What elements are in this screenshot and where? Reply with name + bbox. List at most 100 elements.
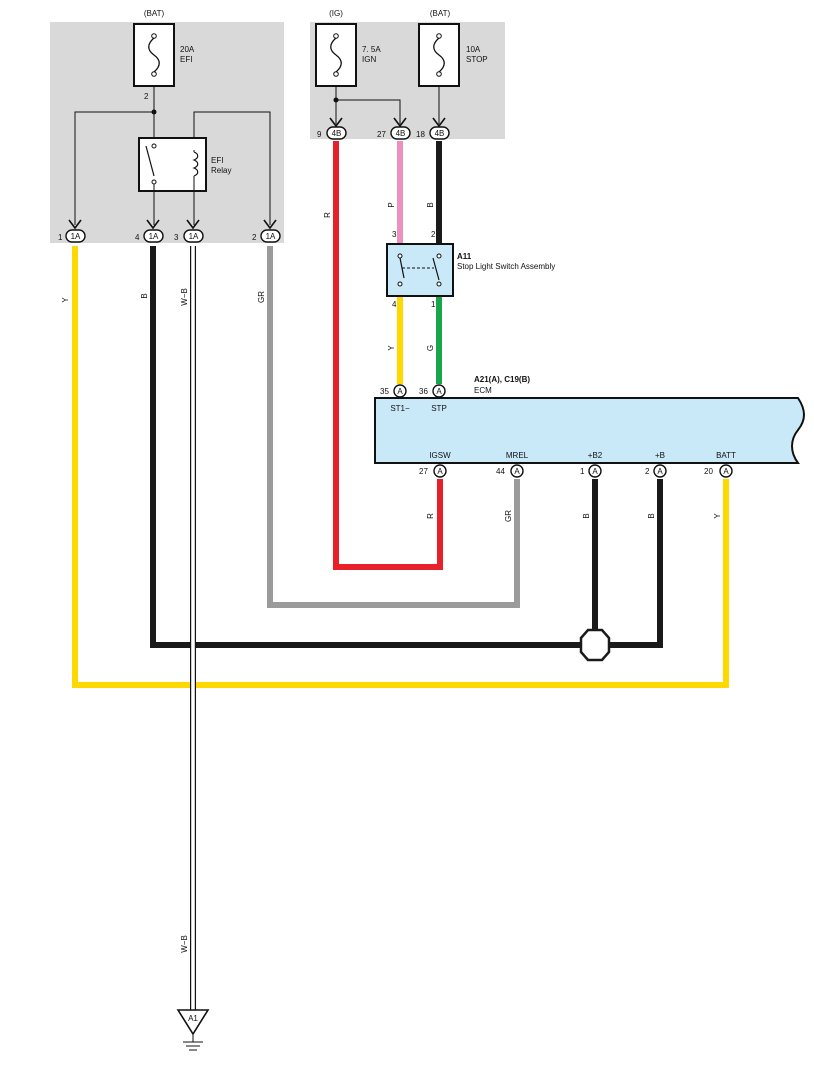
wire-gr-left — [267, 246, 520, 608]
stop-fuse-icon — [433, 37, 445, 73]
bat-source-label: (BAT) — [430, 9, 451, 18]
svg-text:4: 4 — [392, 300, 397, 309]
ecm-pin-igsw: IGSW A 27 — [419, 451, 451, 478]
ecm-pin-stp: A 36 STP — [419, 384, 447, 413]
svg-text:A: A — [436, 387, 442, 396]
wire-y-left — [72, 246, 729, 688]
wire-b-b-pin — [609, 479, 663, 648]
wire-label: R — [323, 212, 332, 218]
svg-text:A1: A1 — [188, 1014, 198, 1023]
wire-label: G — [426, 345, 435, 351]
switch-name: Stop Light Switch Assembly — [457, 262, 555, 271]
svg-text:1A: 1A — [71, 232, 81, 241]
svg-text:1A: 1A — [149, 232, 159, 241]
svg-text:STP: STP — [431, 404, 447, 413]
svg-text:MREL: MREL — [506, 451, 529, 460]
efi-fuse-icon — [148, 37, 160, 73]
svg-text:2: 2 — [252, 233, 257, 242]
svg-text:A: A — [592, 467, 598, 476]
connector-1a-pin3: 1A 3 — [174, 219, 204, 243]
svg-text:A: A — [723, 467, 729, 476]
stop-fuse-name: STOP — [466, 55, 488, 64]
svg-text:A: A — [657, 467, 663, 476]
wire-label: Y — [713, 513, 722, 519]
connector-1a-pin2: 1A 2 — [252, 219, 281, 243]
ign-fuse-rating: 7. 5A — [362, 45, 381, 54]
connector-1a-pin4: 1A 4 — [135, 219, 164, 243]
connector-4b-pin18: 4B 18 — [416, 117, 450, 140]
ecm-code: A21(A), C19(B) — [474, 375, 530, 384]
svg-text:9: 9 — [317, 130, 322, 139]
wire-label: GR — [257, 291, 266, 303]
svg-text:A: A — [514, 467, 520, 476]
svg-text:27: 27 — [377, 130, 386, 139]
wire-label: B — [582, 513, 591, 518]
relay-name-line2: Relay — [211, 166, 231, 175]
wire-label: R — [426, 513, 435, 519]
svg-text:IGSW: IGSW — [429, 451, 451, 460]
relay-name-line1: EFI — [211, 156, 223, 165]
svg-text:3: 3 — [174, 233, 179, 242]
efi-relay-box — [138, 137, 207, 192]
wire-r-ig — [333, 141, 443, 570]
svg-text:18: 18 — [416, 130, 425, 139]
wire-label: W−B — [180, 935, 189, 953]
wire-label: W−B — [180, 288, 189, 306]
wire-label: B — [426, 202, 435, 207]
connector-1a-pin1: 1A 1 — [58, 219, 86, 243]
svg-text:ST1−: ST1− — [390, 404, 410, 413]
ecm-pin-b2: +B2 A 1 — [580, 451, 603, 478]
ecm-name: ECM — [474, 386, 492, 395]
wire-label: Y — [61, 297, 70, 303]
ign-fuse-name: IGN — [362, 55, 376, 64]
svg-text:1A: 1A — [189, 232, 199, 241]
wire-label: B — [647, 513, 656, 518]
svg-text:2: 2 — [645, 467, 650, 476]
svg-text:44: 44 — [496, 467, 505, 476]
svg-text:2: 2 — [431, 230, 436, 239]
wire-label: P — [387, 202, 396, 207]
ig-source-label: (IG) — [329, 9, 343, 18]
svg-text:A: A — [437, 467, 443, 476]
svg-text:4B: 4B — [396, 129, 406, 138]
wire-b-left — [150, 246, 580, 648]
ecm-box — [374, 397, 805, 464]
relay-coil-icon — [192, 151, 199, 177]
svg-text:20: 20 — [704, 467, 713, 476]
stop-light-switch: 3 2 4 1 — [386, 230, 454, 309]
svg-text:4B: 4B — [332, 129, 342, 138]
svg-text:1A: 1A — [266, 232, 276, 241]
wire-label: B — [140, 293, 149, 298]
ground-point: A1 — [176, 1009, 210, 1051]
svg-text:A: A — [397, 387, 403, 396]
ign-fuse-icon — [330, 37, 342, 73]
wire-label: Y — [387, 345, 396, 351]
splice-point — [579, 628, 611, 662]
svg-text:27: 27 — [419, 467, 428, 476]
connector-4b-pin27: 4B 27 — [377, 117, 411, 140]
ecm-pin-batt: BATT A 20 — [704, 451, 736, 478]
svg-text:+B2: +B2 — [588, 451, 603, 460]
stop-fuse-rating: 10A — [466, 45, 481, 54]
svg-text:1: 1 — [58, 233, 63, 242]
ecm-pin-mrel: MREL A 44 — [496, 451, 529, 478]
svg-text:4: 4 — [135, 233, 140, 242]
svg-text:1: 1 — [431, 300, 436, 309]
svg-text:BATT: BATT — [716, 451, 736, 460]
connector-4b-pin9: 4B 9 — [317, 117, 347, 140]
ecm-pin-b: +B A 2 — [645, 451, 667, 478]
switch-code: A11 — [457, 252, 472, 261]
wire-label: GR — [504, 510, 513, 522]
efi-fuse-pin: 2 — [144, 92, 149, 101]
left-source-label: (BAT) — [144, 9, 165, 18]
svg-text:3: 3 — [392, 230, 397, 239]
svg-text:+B: +B — [655, 451, 665, 460]
efi-fuse-name: EFI — [180, 55, 192, 64]
svg-text:36: 36 — [419, 387, 428, 396]
svg-text:1: 1 — [580, 467, 585, 476]
svg-text:35: 35 — [380, 387, 389, 396]
efi-fuse-rating: 20A — [180, 45, 195, 54]
ecm-pin-st1: A 35 ST1− — [380, 384, 410, 413]
svg-text:4B: 4B — [435, 129, 445, 138]
